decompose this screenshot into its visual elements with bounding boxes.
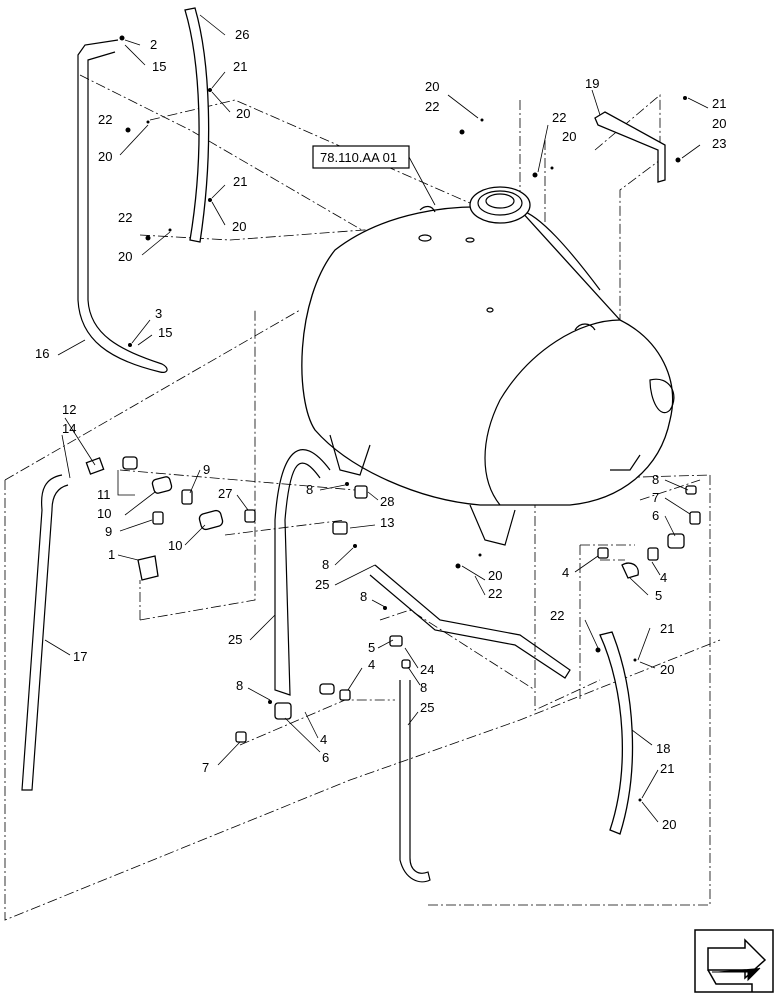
tank [301,186,675,546]
callout-5[interactable]: 5 [655,588,662,603]
hardware-dots [119,35,687,802]
callout-15[interactable]: 15 [152,59,166,74]
reference-label[interactable]: 78.110.AA 01 [312,145,436,206]
callout-1[interactable]: 1 [108,547,115,562]
callout-21[interactable]: 21 [660,761,674,776]
callout-7[interactable]: 7 [202,760,209,775]
hose-25 [274,449,571,883]
callout-25[interactable]: 25 [420,700,434,715]
callout-22[interactable]: 22 [425,99,439,114]
callout-8[interactable]: 8 [652,472,659,487]
callout-8[interactable]: 8 [236,678,243,693]
callout-8[interactable]: 8 [360,589,367,604]
callout-25[interactable]: 25 [315,577,329,592]
callout-24[interactable]: 24 [420,662,434,677]
callout-16[interactable]: 16 [35,346,49,361]
callout-22[interactable]: 22 [488,586,502,601]
tube-16 [77,39,168,373]
callout-4[interactable]: 4 [320,732,327,747]
callout-8[interactable]: 8 [420,680,427,695]
callout-21[interactable]: 21 [233,174,247,189]
callout-10[interactable]: 10 [97,506,111,521]
callout-3[interactable]: 3 [155,306,162,321]
orientation-arrow-icon[interactable] [694,929,774,993]
callout-8[interactable]: 8 [322,557,329,572]
callout-8[interactable]: 8 [306,482,313,497]
callout-19[interactable]: 19 [585,76,599,91]
callout-9[interactable]: 9 [203,462,210,477]
callout-25[interactable]: 25 [228,632,242,647]
callout-21[interactable]: 21 [712,96,726,111]
callout-20[interactable]: 20 [98,149,112,164]
callout-23[interactable]: 23 [712,136,726,151]
callout-4[interactable]: 4 [562,565,569,580]
callout-20[interactable]: 20 [662,817,676,832]
callout-9[interactable]: 9 [105,524,112,539]
callout-21[interactable]: 21 [660,621,674,636]
callout-7[interactable]: 7 [652,490,659,505]
callout-15[interactable]: 15 [158,325,172,340]
callouts: 2 15 26 21 20 22 20 21 20 22 20 3 15 16 … [35,14,726,832]
callout-22[interactable]: 22 [552,110,566,125]
bracket-19 [594,111,666,183]
callout-2[interactable]: 2 [150,37,157,52]
callout-20[interactable]: 20 [425,79,439,94]
callout-22[interactable]: 22 [98,112,112,127]
callout-20[interactable]: 20 [236,106,250,121]
callout-12[interactable]: 12 [62,402,76,417]
callout-4[interactable]: 4 [368,657,375,672]
callout-28[interactable]: 28 [380,494,394,509]
callout-20[interactable]: 20 [118,249,132,264]
callout-22[interactable]: 22 [550,608,564,623]
callout-4[interactable]: 4 [660,570,667,585]
callout-21[interactable]: 21 [233,59,247,74]
callout-11[interactable]: 11 [97,487,111,502]
callout-20[interactable]: 20 [562,129,576,144]
callout-5[interactable]: 5 [368,640,375,655]
callout-17[interactable]: 17 [73,649,87,664]
callout-26[interactable]: 26 [235,27,249,42]
callout-20[interactable]: 20 [488,568,502,583]
callout-20[interactable]: 20 [660,662,674,677]
callout-22[interactable]: 22 [118,210,132,225]
bracket-26 [184,7,210,243]
callout-6[interactable]: 6 [652,508,659,523]
callout-20[interactable]: 20 [232,219,246,234]
callout-6[interactable]: 6 [322,750,329,765]
callout-14[interactable]: 14 [62,421,76,436]
callout-13[interactable]: 13 [380,515,394,530]
bracket-18 [599,631,634,835]
callout-18[interactable]: 18 [656,741,670,756]
hose-17 [21,474,69,791]
callout-20[interactable]: 20 [712,116,726,131]
callout-10[interactable]: 10 [168,538,182,553]
svg-text:78.110.AA 01: 78.110.AA 01 [320,150,397,165]
callout-27[interactable]: 27 [218,486,232,501]
fittings [85,456,701,743]
